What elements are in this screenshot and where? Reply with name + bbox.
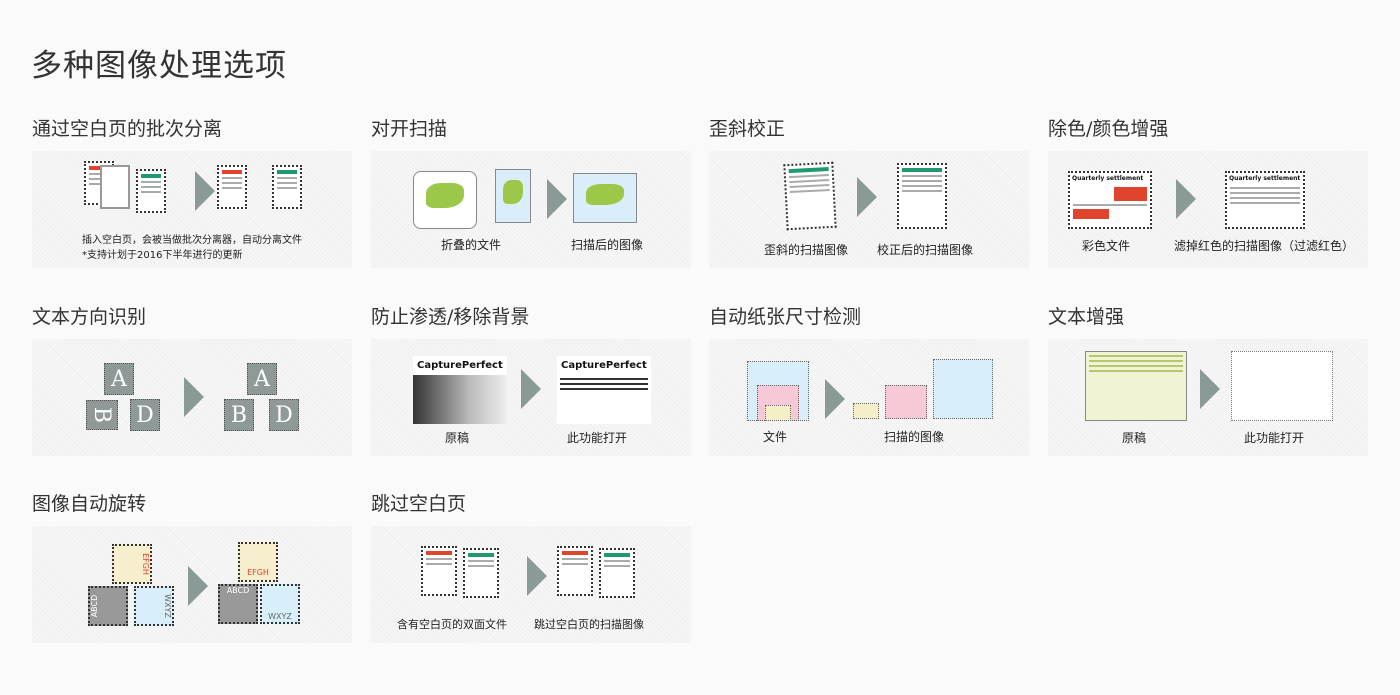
feature-title: 文本增强: [1048, 306, 1125, 328]
rotated-tile: ABCD: [88, 586, 128, 626]
document-red: [421, 546, 457, 596]
feature-title: 自动纸张尺寸检测: [709, 306, 862, 328]
folded-map: [495, 169, 531, 223]
document-green: [272, 165, 302, 209]
document-green: [136, 169, 166, 213]
feature-title: 文本方向识别: [32, 306, 147, 328]
upright-tile: EFGH: [238, 542, 278, 582]
original-document: CapturePerfect S: [413, 356, 507, 424]
letter-tile: B: [224, 399, 254, 431]
caption: 扫描后的图像: [571, 238, 644, 252]
arrow-icon: [825, 379, 845, 419]
caption: 折叠的文件: [441, 238, 502, 252]
feature-deskew: 歪斜校正 歪斜的扫描图像 校正后的扫描图像: [709, 114, 1029, 268]
arrow-icon: [857, 177, 877, 217]
document-green: [463, 548, 499, 598]
caption: 含有空白页的双面文件: [397, 618, 507, 631]
caption: 滤掉红色的扫描图像（过滤红色）: [1174, 239, 1355, 253]
feature-illustration: 含有空白页的双面文件 跳过空白页的扫描图像: [371, 526, 691, 643]
feature-illustration: 插入空白页，会被当做批次分离器，自动分离文件 *支持计划于2016下半年进行的更…: [32, 151, 352, 268]
letter-tile: B: [86, 400, 118, 430]
corrected-document: [897, 163, 947, 229]
caption: 校正后的扫描图像: [877, 243, 974, 257]
arrow-icon: [188, 566, 208, 606]
feature-folio-scan: 对开扫描 折叠的文件 扫描后的图像: [371, 114, 691, 268]
feature-title: 通过空白页的批次分离: [32, 118, 223, 140]
letter-tile: D: [130, 399, 160, 431]
feature-title: 对开扫描: [371, 118, 448, 140]
feature-illustration: A B D A B D: [32, 339, 352, 456]
letter-tile: A: [104, 363, 134, 395]
caption: 跳过空白页的扫描图像: [534, 618, 644, 631]
feature-paper-size: 自动纸张尺寸检测 文件 扫描的图像: [709, 302, 1029, 456]
arrow-icon: [521, 369, 541, 409]
caption: 文件: [763, 430, 788, 444]
paper-medium: [885, 385, 927, 419]
arrow-icon: [1176, 179, 1196, 219]
feature-illustration: Quarterly settlement Quarterly settlemen…: [1048, 151, 1368, 268]
letter-tile: D: [269, 399, 299, 431]
doc-title: CapturePerfect S: [413, 356, 507, 375]
feature-auto-rotation: 图像自动旋转 EFGH ABCD WXYZ EFGH ABCD WXYZ: [32, 489, 352, 643]
enhanced-form: [1231, 351, 1333, 421]
feature-illustration: 歪斜的扫描图像 校正后的扫描图像: [709, 151, 1029, 268]
feature-title: 图像自动旋转: [32, 493, 147, 515]
feature-skip-blank-page: 跳过空白页 含有空白页的双面文件 跳过空白页的扫描图像: [371, 489, 691, 643]
caption: 插入空白页，会被当做批次分离器，自动分离文件: [82, 235, 302, 246]
document-red: [217, 165, 247, 209]
caption: 歪斜的扫描图像: [764, 243, 849, 257]
folded-document: [413, 171, 477, 229]
doc-title: CapturePerfect S: [561, 360, 651, 371]
feature-illustration: 文件 扫描的图像: [709, 339, 1029, 456]
document-green: [599, 548, 635, 598]
rotated-tile: WXYZ: [134, 586, 174, 626]
doc-title: Quarterly settlement: [1072, 175, 1144, 182]
caption: 原稿: [445, 431, 470, 445]
feature-dropout-color: 除色/颜色增强 Quarterly settlement Quarterly s…: [1048, 114, 1368, 268]
scanned-map: [573, 173, 637, 223]
arrow-icon: [195, 171, 215, 211]
feature-illustration: CapturePerfect S CapturePerfect S 原稿 此功能…: [371, 339, 691, 456]
arrow-icon: [527, 556, 547, 596]
paper-large: [933, 359, 993, 419]
feature-text-enhancement: 文本增强 原稿 此功能打开: [1048, 302, 1368, 456]
arrow-icon: [1200, 369, 1220, 409]
paper-small: [765, 405, 791, 421]
upright-tile: ABCD: [218, 584, 258, 624]
caption: 此功能打开: [1244, 431, 1305, 445]
feature-title: 防止渗透/移除背景: [371, 306, 530, 328]
paper-small: [853, 403, 879, 419]
caption: 彩色文件: [1082, 239, 1131, 253]
color-document: Quarterly settlement: [1068, 171, 1152, 229]
feature-illustration: EFGH ABCD WXYZ EFGH ABCD WXYZ: [32, 526, 352, 643]
arrow-icon: [184, 377, 204, 417]
feature-illustration: 原稿 此功能打开: [1048, 339, 1368, 456]
feature-batch-separation: 通过空白页的批次分离 插入空白页，会被当做批次分离器，自动分离文件 *支持计划于…: [32, 114, 352, 268]
rotated-tile: EFGH: [112, 544, 152, 584]
arrow-icon: [547, 179, 567, 219]
feature-title: 跳过空白页: [371, 493, 467, 515]
feature-illustration: 折叠的文件 扫描后的图像: [371, 151, 691, 268]
feature-text-orientation: 文本方向识别 A B D A B D: [32, 302, 352, 456]
caption: 扫描的图像: [884, 430, 945, 444]
page-title: 多种图像处理选项: [31, 48, 287, 84]
caption-note: *支持计划于2016下半年进行的更新: [82, 250, 243, 261]
cleaned-document: CapturePerfect S: [557, 356, 651, 424]
caption: 此功能打开: [567, 431, 628, 445]
upright-tile: WXYZ: [260, 584, 300, 624]
document-red: [557, 546, 593, 596]
feature-title: 除色/颜色增强: [1048, 118, 1169, 140]
letter-tile: A: [247, 363, 277, 395]
original-form: [1085, 351, 1187, 421]
skewed-document: [783, 161, 837, 231]
blank-page: [100, 165, 130, 209]
caption: 原稿: [1122, 431, 1147, 445]
feature-title: 歪斜校正: [709, 118, 786, 140]
filtered-document: Quarterly settlement: [1225, 171, 1305, 229]
doc-title: Quarterly settlement: [1229, 175, 1301, 182]
feature-bleed-through: 防止渗透/移除背景 CapturePerfect S CapturePerfec…: [371, 302, 691, 456]
